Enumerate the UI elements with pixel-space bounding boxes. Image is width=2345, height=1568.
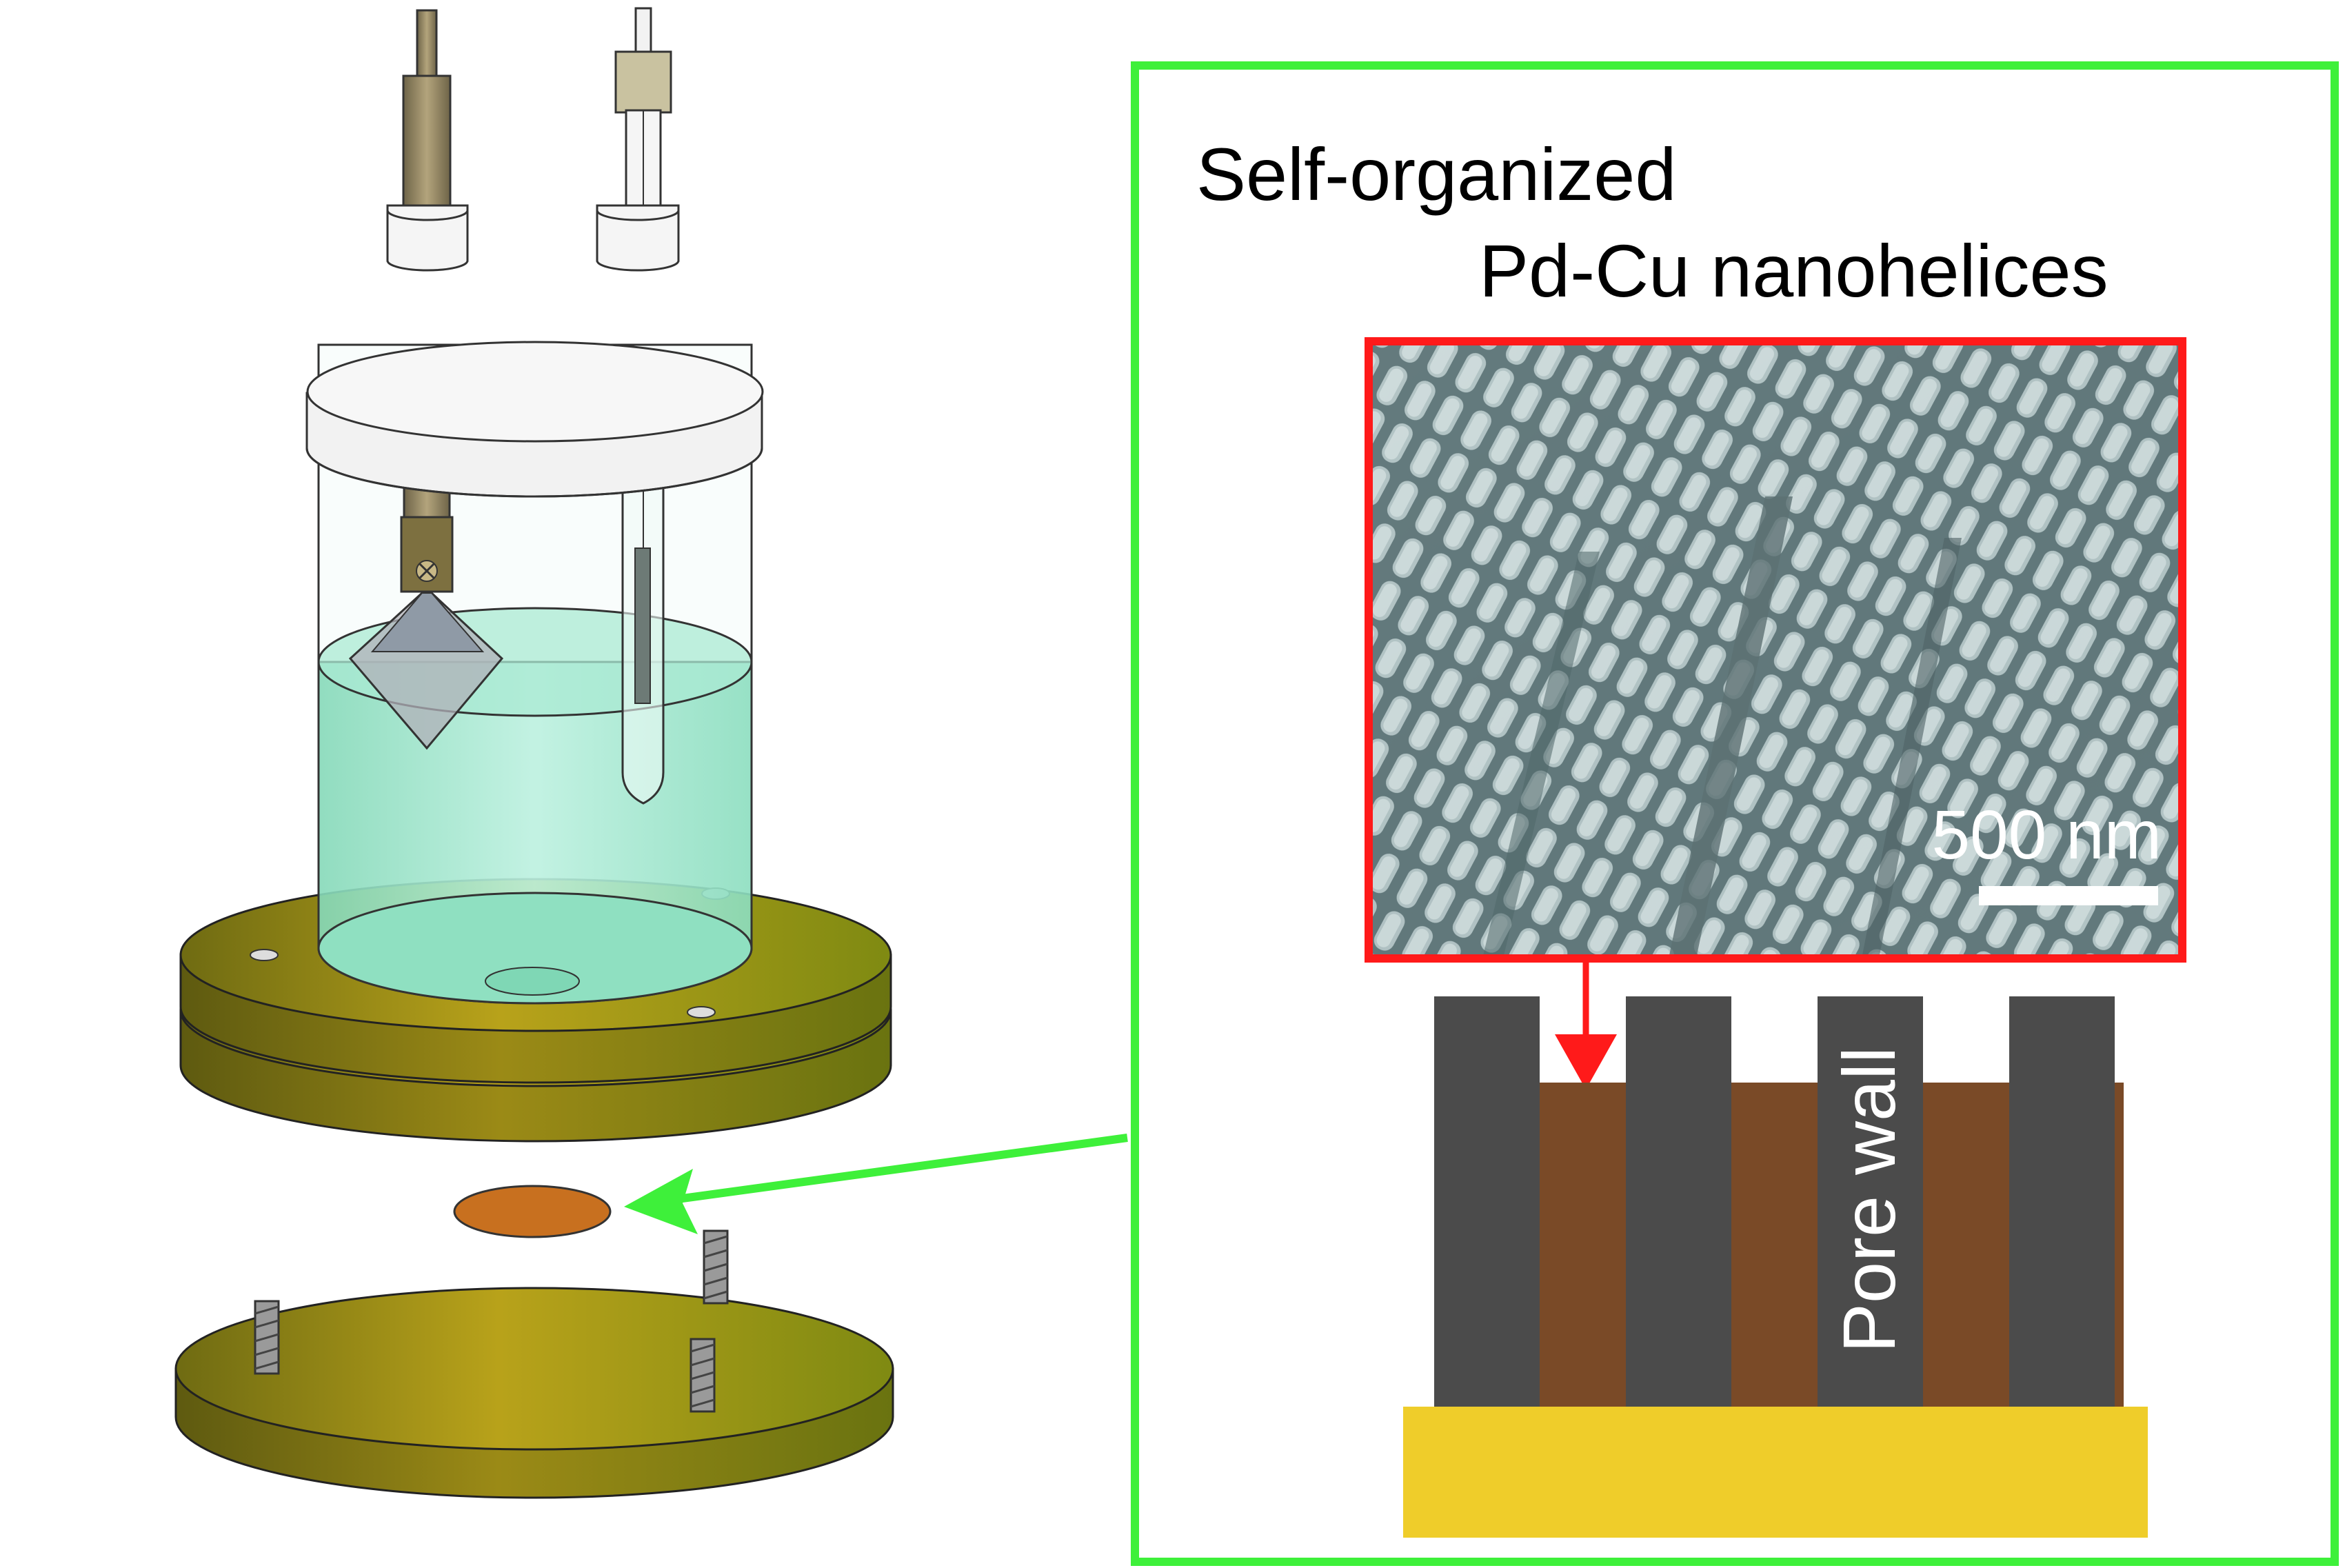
pore-wall bbox=[1626, 996, 1731, 1407]
electrochemical-cell-icon bbox=[179, 7, 892, 1143]
scale-bar bbox=[1979, 886, 2158, 905]
pore-wall bbox=[1818, 996, 1923, 1407]
reference-electrode-icon bbox=[596, 7, 680, 805]
red-arrow bbox=[1555, 958, 1617, 1089]
title-line-1: Self-organized bbox=[1196, 132, 1676, 216]
inset-frame: Self-organized Pd-Cu nanohelices 500 nm bbox=[1131, 61, 2339, 1566]
screw-icon bbox=[254, 1300, 280, 1375]
pore-wall bbox=[1434, 996, 1540, 1407]
substrate bbox=[1403, 1407, 2148, 1538]
sem-image: 500 nm bbox=[1365, 337, 2186, 963]
pore-wall bbox=[2009, 996, 2115, 1407]
lower-holder-plate bbox=[174, 1229, 894, 1499]
sample-disc-icon bbox=[453, 1185, 612, 1238]
screw-icon bbox=[703, 1229, 729, 1305]
cell-lid-icon bbox=[305, 210, 764, 498]
green-connector-arrow bbox=[624, 1134, 1128, 1234]
pore-wall-label: Pore wall bbox=[1827, 1047, 1911, 1353]
pore-schematic: Pore wall bbox=[1403, 996, 2148, 1538]
scale-bar-label: 500 nm bbox=[1931, 796, 2162, 874]
screw-icon bbox=[690, 1338, 716, 1413]
deposit-fill bbox=[1434, 1083, 2124, 1407]
title-line-2: Pd-Cu nanohelices bbox=[1479, 229, 2109, 312]
